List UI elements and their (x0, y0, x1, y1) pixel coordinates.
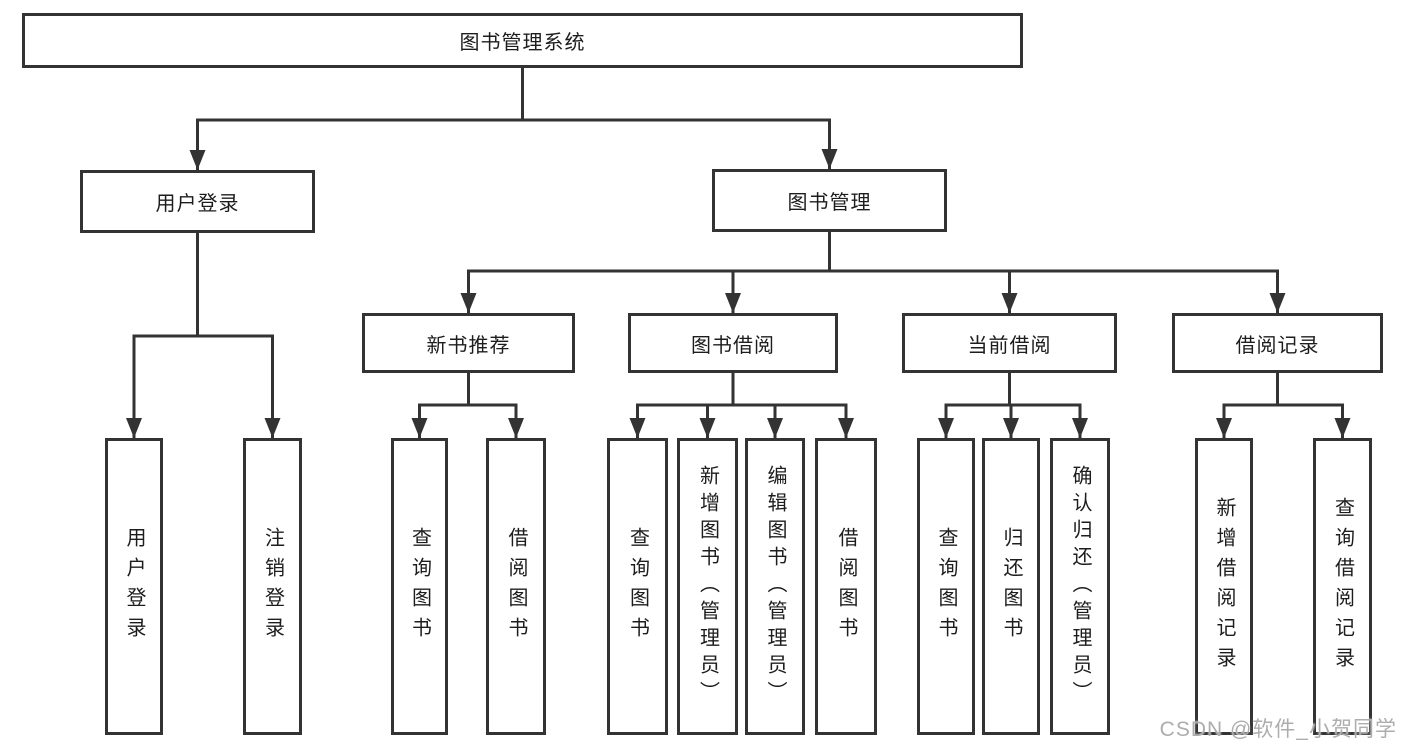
leaf-query-borrow-record-label: 查询借阅记录 (1331, 496, 1354, 677)
leaf-return-book: 归还图书 (982, 438, 1040, 735)
leaf-current-query-book-label: 查询图书 (935, 526, 957, 647)
leaf-user-login: 用户登录 (105, 438, 163, 735)
node-user-login-module: 用户登录 (80, 170, 315, 233)
leaf-borrow-query-book-label: 查询图书 (626, 526, 649, 647)
leaf-borrow-book: 借阅图书 (815, 438, 877, 735)
leaf-confirm-return-admin: 确认归还（管理员） (1050, 438, 1110, 735)
leaf-add-borrow-record-label: 新增借阅记录 (1213, 496, 1235, 677)
leaf-query-borrow-record: 查询借阅记录 (1313, 438, 1372, 735)
leaf-recommend-borrow-book: 借阅图书 (486, 438, 546, 735)
leaf-borrow-query-book: 查询图书 (607, 438, 668, 735)
leaf-add-borrow-record: 新增借阅记录 (1195, 438, 1253, 735)
node-new-book-recommend: 新书推荐 (362, 313, 575, 373)
leaf-logout-label: 注销登录 (261, 526, 284, 647)
leaf-edit-book-admin: 编辑图书（管理员） (745, 438, 805, 735)
leaf-return-book-label: 归还图书 (1000, 526, 1022, 647)
node-book-management-module: 图书管理 (712, 169, 947, 232)
leaf-recommend-query-book: 查询图书 (391, 438, 448, 735)
leaf-current-query-book: 查询图书 (917, 438, 975, 735)
leaf-edit-book-admin-label: 编辑图书（管理员） (764, 465, 786, 708)
leaf-logout: 注销登录 (243, 438, 302, 735)
csdn-watermark: CSDN @软件_小贺同学 (1159, 718, 1397, 741)
node-borrow-records: 借阅记录 (1172, 313, 1383, 373)
node-book-borrow: 图书借阅 (628, 313, 838, 373)
leaf-confirm-return-admin-label: 确认归还（管理员） (1069, 465, 1091, 708)
leaf-add-book-admin: 新增图书（管理员） (677, 438, 738, 735)
leaf-borrow-book-label: 借阅图书 (835, 526, 857, 647)
leaf-add-book-admin-label: 新增图书（管理员） (696, 465, 719, 708)
node-root-system: 图书管理系统 (22, 13, 1023, 68)
leaf-recommend-borrow-book-label: 借阅图书 (505, 526, 527, 647)
leaf-user-login-label: 用户登录 (123, 526, 145, 647)
leaf-recommend-query-book-label: 查询图书 (408, 526, 431, 647)
node-current-borrow: 当前借阅 (902, 313, 1117, 373)
